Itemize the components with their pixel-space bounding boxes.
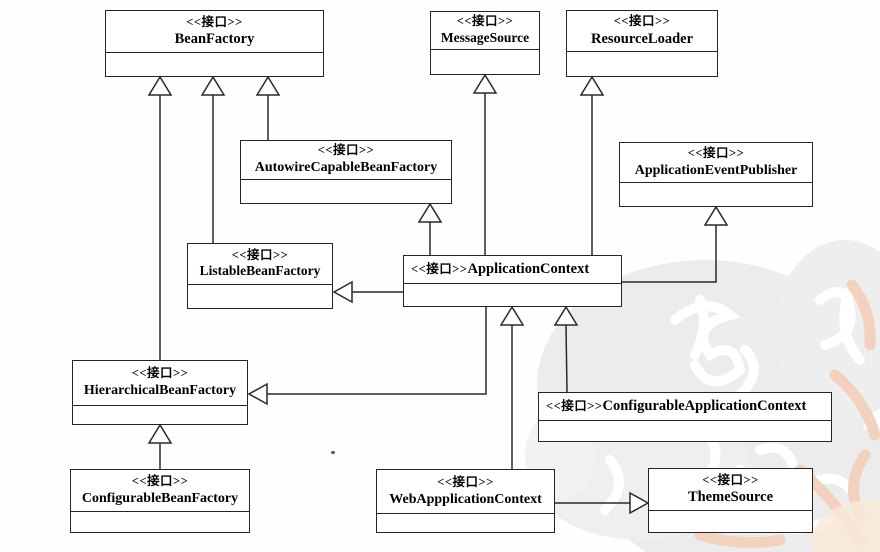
class-name: ConfigurableBeanFactory [81,490,239,506]
class-title: <<接口>>ApplicationContext [404,256,621,283]
empty-compartment [404,283,621,306]
class-title: <<接口>> ConfigurableBeanFactory [71,470,249,511]
class-name: ConfigurableApplicationContext [602,398,807,415]
stereotype-label: <<接口>> [546,398,603,413]
class-name: MessageSource [440,29,530,45]
class-name: AutowireCapableBeanFactory [254,160,438,176]
class-name: WebAppplicationContext [389,491,542,507]
stereotype-label: <<接口>> [613,14,671,29]
ink-speck [331,451,335,454]
class-title: <<接口>> AutowireCapableBeanFactory [241,141,451,179]
class-title: <<接口>> ThemeSource [649,469,812,510]
class-configurablebeanfactory: <<接口>> ConfigurableBeanFactory [70,469,250,533]
class-title: <<接口>> HierarchicalBeanFactory [73,361,247,405]
stereotype-label: <<接口>> [411,261,468,276]
empty-compartment [241,179,451,203]
class-title: <<接口>> ResourceLoader [567,11,717,51]
class-beanfactory: <<接口>> BeanFactory [105,10,324,77]
class-hierarchicalbeanfactory: <<接口>> HierarchicalBeanFactory [72,360,248,425]
class-applicationcontext: <<接口>>ApplicationContext [403,255,622,307]
class-name: ResourceLoader [590,30,694,47]
class-name: ThemeSource [687,489,774,506]
stereotype-label: <<接口>> [231,247,289,262]
empty-compartment [567,51,717,76]
class-title: <<接口>> MessageSource [431,12,539,49]
class-messagesource: <<接口>> MessageSource [430,11,540,75]
stereotype-label: <<接口>> [702,472,759,487]
empty-compartment [188,284,332,308]
class-applicationeventpublisher: <<接口>> ApplicationEventPublisher [619,142,813,207]
class-resourceloader: <<接口>> ResourceLoader [566,10,718,77]
class-title: <<接口>> BeanFactory [106,11,323,52]
empty-compartment [620,182,812,206]
class-themesource: <<接口>> ThemeSource [648,468,813,533]
class-name: ApplicationEventPublisher [634,162,798,178]
stereotype-label: <<接口>> [317,143,375,158]
stereotype-label: <<接口>> [456,14,514,29]
empty-compartment [649,510,812,532]
stereotype-label: <<接口>> [131,366,189,381]
class-title: <<接口>> ApplicationEventPublisher [620,143,812,182]
class-name: HierarchicalBeanFactory [83,383,237,399]
empty-compartment [73,405,247,424]
stereotype-label: <<接口>> [131,473,189,488]
empty-compartment [71,511,249,532]
stereotype-label: <<接口>> [437,474,494,489]
empty-compartment [539,420,831,441]
class-title: <<接口>> WebAppplicationContext [377,470,554,513]
stereotype-label: <<接口>> [687,145,745,160]
class-autowirecapablebeanfactory: <<接口>> AutowireCapableBeanFactory [240,140,452,204]
empty-compartment [431,49,539,74]
class-name: ListableBeanFactory [199,263,321,279]
class-webappplicationcontext: <<接口>> WebAppplicationContext [376,469,555,533]
empty-compartment [106,52,323,76]
class-title: <<接口>> ListableBeanFactory [188,244,332,284]
class-name: ApplicationContext [467,261,590,278]
empty-compartment [377,513,554,532]
class-listablebeanfactory: <<接口>> ListableBeanFactory [187,243,333,309]
class-configurableapplicationcontext: <<接口>>ConfigurableApplicationContext [538,392,832,442]
stereotype-label: <<接口>> [186,14,243,29]
class-name: BeanFactory [174,31,255,48]
class-title: <<接口>>ConfigurableApplicationContext [539,393,831,420]
